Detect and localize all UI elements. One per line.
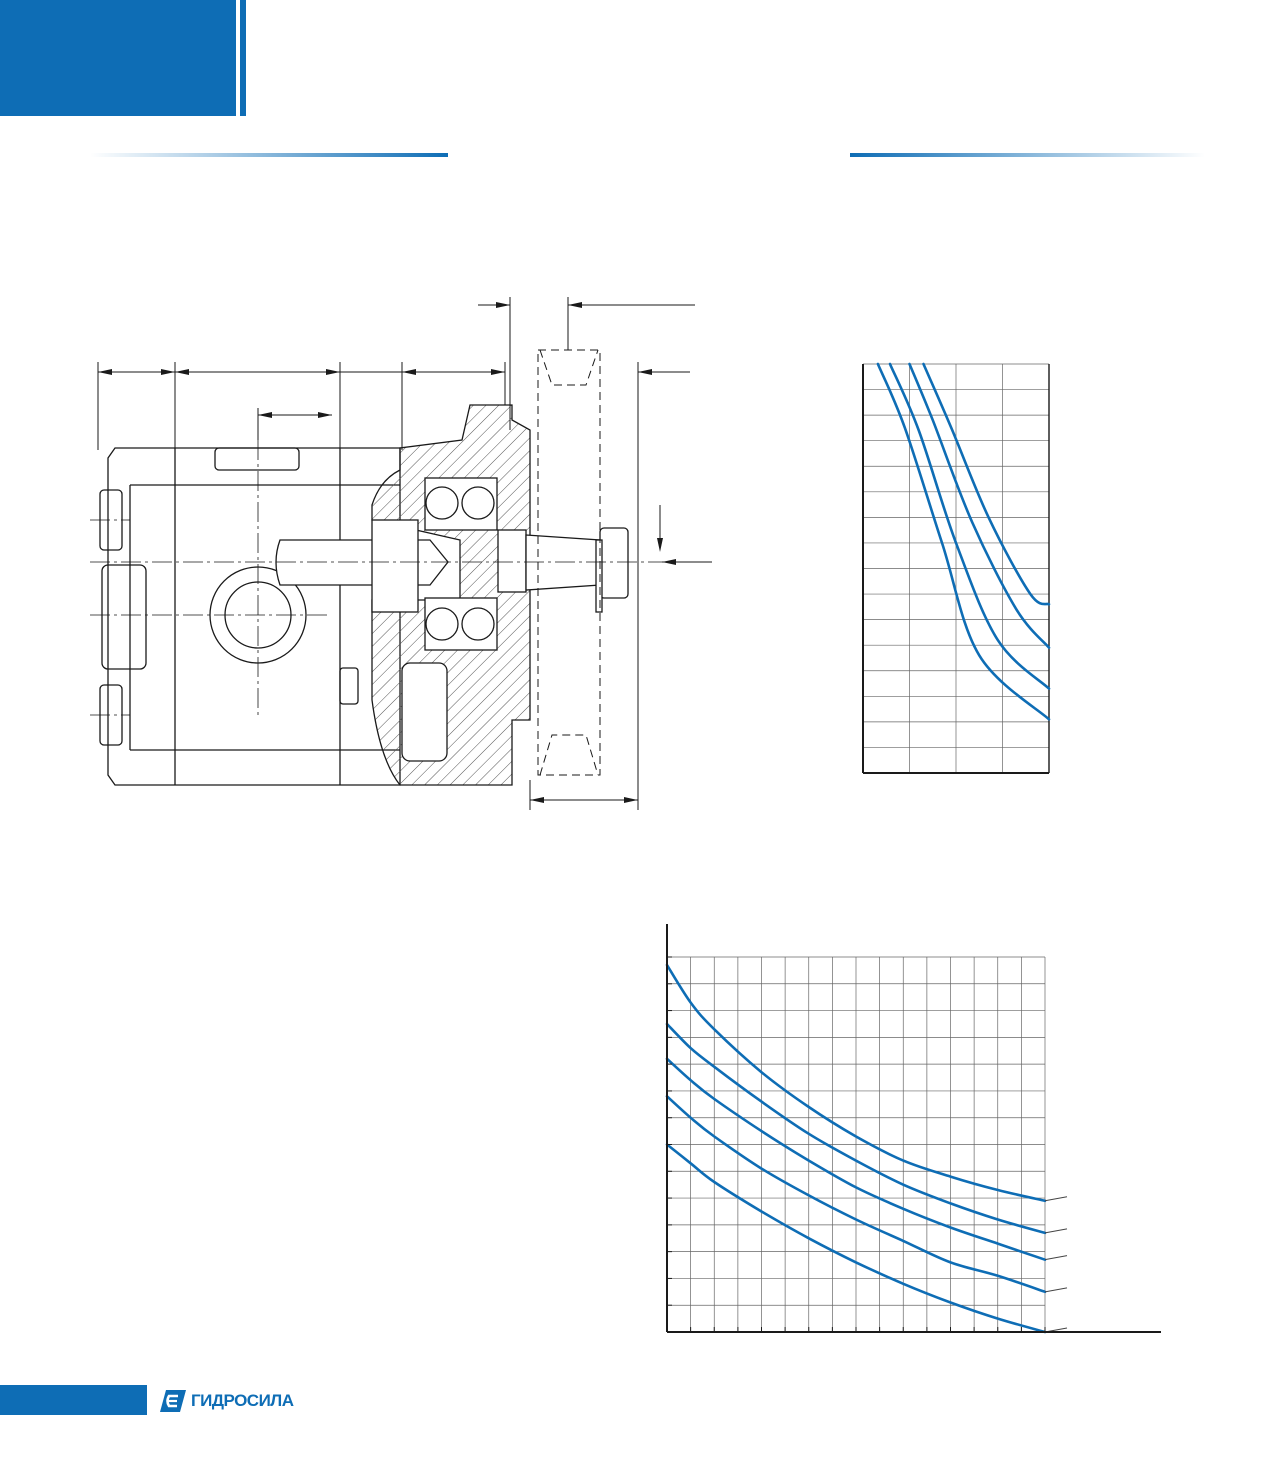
section-rule-left [90, 153, 448, 157]
leader-line-4 [1044, 1287, 1068, 1293]
chart-grid [667, 956, 1046, 1332]
series-line-2 [888, 362, 1051, 690]
leader-line-3 [1044, 1255, 1068, 1261]
header-stripe [240, 0, 246, 116]
pump-section-drawing [90, 297, 712, 810]
chart-series-group [876, 362, 1051, 721]
leader-line-2 [1044, 1228, 1068, 1234]
logo-text: ГИДРОСИЛА [191, 1391, 294, 1410]
chart-axes [666, 924, 1161, 1333]
centre-lines [90, 440, 705, 716]
brand-logo: ГИДРОСИЛА [158, 1384, 294, 1418]
series-line-1 [665, 963, 1047, 1203]
bearings [401, 477, 498, 762]
series-line-2 [665, 1022, 1047, 1235]
header-block [0, 0, 236, 116]
leader-line-1 [1044, 1196, 1068, 1202]
drive-shaft [275, 519, 629, 613]
chart-series-group [665, 963, 1047, 1334]
series-line-3 [665, 1057, 1047, 1261]
chart-top-right [862, 362, 1051, 774]
series-line-4 [665, 1095, 1047, 1294]
logo-icon [160, 1390, 186, 1412]
chart-axes [862, 364, 1049, 774]
pulley-outline [537, 349, 601, 776]
chart-leader-lines [1044, 1196, 1068, 1333]
series-line-5 [665, 1143, 1047, 1334]
dimension-arrows [98, 302, 676, 803]
chart-bottom-right [665, 924, 1161, 1334]
footer-bar [0, 1385, 147, 1415]
series-line-4 [922, 362, 1051, 606]
chart-grid [863, 363, 1050, 773]
series-line-1 [876, 362, 1051, 721]
series-line-3 [908, 362, 1051, 649]
pump-body [99, 447, 401, 786]
section-rule-right [850, 153, 1205, 157]
